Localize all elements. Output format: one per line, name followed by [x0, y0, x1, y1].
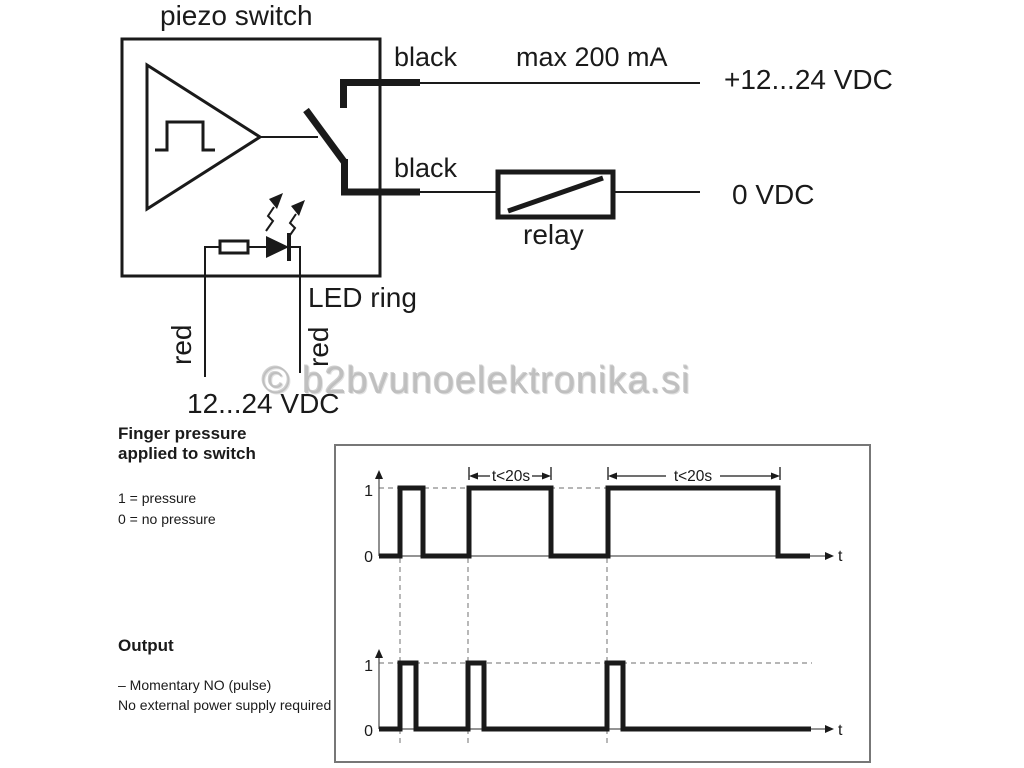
legend-no-pressure: 0 = no pressure	[118, 511, 216, 527]
dimension-t20s-1: t<20s	[468, 467, 552, 485]
led-wiring	[204, 246, 301, 377]
circuit-schematic	[120, 37, 700, 377]
max-current-label: max 200 mA	[516, 42, 668, 72]
timing-diagrams: 1 0 t t<20s t<20s	[334, 444, 871, 763]
supply-positive-label: +12...24 VDC	[724, 64, 893, 95]
schematic-title: piezo switch	[160, 0, 313, 31]
resistor-symbol	[218, 239, 250, 255]
pressure-ylabel-0: 0	[364, 549, 373, 566]
supply-zero-label: 0 VDC	[732, 179, 815, 210]
pressure-heading: Finger pressure applied to switch	[118, 424, 256, 463]
switch-contact	[303, 79, 420, 196]
wire-top-color-label: black	[394, 42, 458, 72]
wire-red-left-label: red	[166, 324, 197, 365]
dimension-t20s-2: t<20s	[607, 467, 781, 485]
led-supply-label: 12...24 VDC	[187, 388, 340, 419]
output-signal	[379, 660, 811, 732]
output-ylabel-1: 1	[364, 658, 373, 675]
watermark: © b2bvunoelektronika.si	[262, 360, 692, 402]
wire-red-right-label: red	[303, 326, 334, 367]
wire-bottom-color-label: black	[394, 153, 458, 183]
led-light-arrows-icon	[265, 193, 305, 239]
relay-symbol	[495, 169, 616, 220]
pressure-signal	[379, 485, 810, 559]
dimension-label-2: t<20s	[674, 468, 713, 485]
led-ring-label: LED ring	[308, 282, 417, 313]
output-xlabel: t	[838, 722, 843, 739]
timing-frame	[334, 444, 871, 763]
piezo-switch-box	[120, 37, 382, 278]
sync-markers	[399, 558, 608, 747]
legend-pressure: 1 = pressure	[118, 490, 197, 506]
output-ylabel-0: 0	[364, 723, 373, 740]
dimension-label-1: t<20s	[492, 468, 531, 485]
relay-label: relay	[523, 219, 584, 250]
output-heading: Output	[118, 636, 174, 655]
pulse-icon	[155, 120, 215, 152]
output-note-power: No external power supply required	[118, 697, 332, 713]
pressure-diagram: 1 0 t t<20s t<20s	[364, 467, 843, 566]
pressure-xlabel: t	[838, 548, 843, 565]
output-diagram: 1 0 t	[364, 649, 843, 740]
pressure-ylabel-1: 1	[364, 483, 373, 500]
output-note-pulse: – Momentary NO (pulse)	[118, 677, 272, 693]
amplifier-symbol	[145, 62, 263, 212]
led-icon	[266, 233, 291, 261]
